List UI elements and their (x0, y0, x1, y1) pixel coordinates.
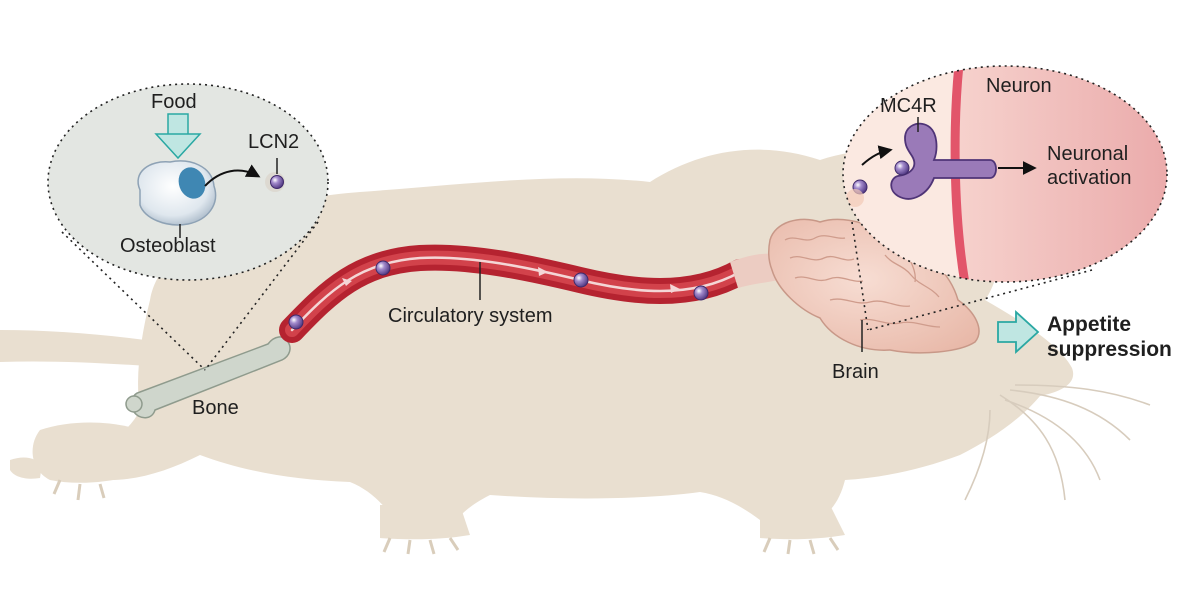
circulatory-system-label: Circulatory system (388, 305, 553, 327)
bone-label: Bone (192, 397, 239, 419)
neuron-label: Neuron (986, 75, 1052, 97)
osteoblast-label: Osteoblast (120, 235, 216, 257)
left-inset-connectors (61, 221, 319, 371)
osteoblast-inset (47, 83, 329, 281)
neuronal-activation-line-2: activation (1047, 167, 1132, 189)
neuronal-activation-line-1: Neuronal (1047, 143, 1129, 165)
brain-label: Brain (832, 361, 879, 383)
mouse-paws (52, 479, 840, 555)
vessel-molecules (288, 260, 709, 330)
mc4r-receptor (890, 122, 997, 200)
brain-shape (767, 218, 980, 354)
appetite-suppression-label: Appetite suppression (1047, 312, 1172, 362)
teal-right-arrow-icon (997, 309, 1040, 355)
appetite-suppression-line-2: suppression (1047, 338, 1172, 362)
appetite-suppression-line-1: Appetite (1047, 313, 1131, 336)
mouse-whiskers (964, 384, 1151, 501)
osteoblast-cell (137, 160, 217, 226)
teal-down-arrow-icon (154, 113, 202, 160)
circulatory-vessel (279, 244, 790, 343)
lcn2-molecule-icon (270, 175, 284, 189)
food-label: Food (151, 91, 197, 113)
lcn2-label: LCN2 (248, 131, 300, 153)
right-inset-connectors (851, 221, 1093, 331)
neuronal-activation-label: Neuronal activation (1047, 142, 1132, 190)
mc4r-label: MC4R (880, 95, 937, 117)
